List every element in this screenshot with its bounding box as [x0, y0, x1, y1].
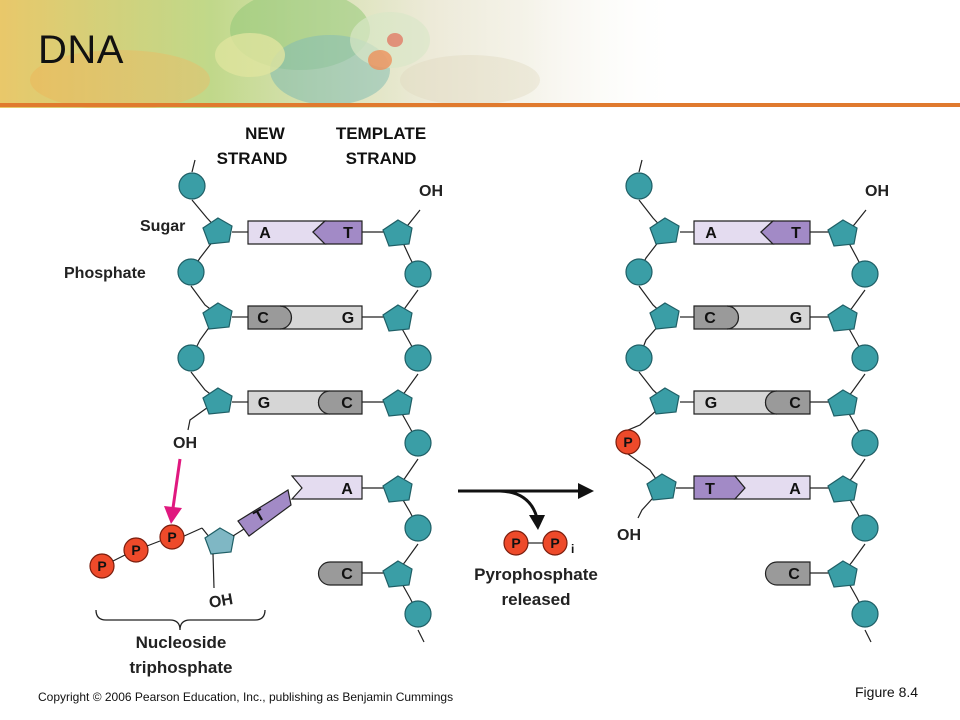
- label-oh-new-strand: OH: [173, 435, 197, 452]
- header-background-image: [0, 0, 960, 108]
- base-bonds-left: [232, 231, 384, 574]
- right-base-a-template: [733, 475, 811, 500]
- base-letter-c: C: [789, 395, 801, 412]
- base-letter-g: G: [258, 395, 270, 412]
- right-template-sugars: [827, 219, 858, 588]
- base-letter-c: C: [704, 310, 716, 327]
- label-sugar: Sugar: [140, 218, 185, 235]
- label-new-strand-line2: STRAND: [217, 149, 288, 168]
- reaction-arrow: [458, 483, 594, 530]
- base-letter-a: A: [705, 225, 717, 242]
- left-base-pair-g-c: [247, 390, 363, 415]
- right-new-sugars: [646, 217, 680, 501]
- label-new-strand-line1: NEW: [245, 124, 286, 143]
- phosphate-letter: P: [131, 542, 140, 558]
- phosphate-letter: P: [623, 434, 632, 450]
- base-c-new: [247, 305, 293, 330]
- left-new-phosphates: [177, 172, 206, 372]
- right-base-t: [760, 220, 811, 245]
- right-new-phosphate-red: [615, 429, 641, 455]
- incoming-sugar: [204, 527, 235, 555]
- title-divider: [0, 103, 960, 107]
- template-base-a-unpaired: [290, 475, 363, 500]
- incoming-base-t: [237, 489, 292, 537]
- right-template-phosphates: [851, 260, 879, 628]
- pyrophosphate: P P i: [503, 530, 574, 556]
- left-base-pair-a-t: [247, 220, 363, 245]
- base-c-template: [317, 390, 363, 415]
- label-oh-right-bottom: OH: [617, 527, 641, 544]
- phosphate-letter: P: [550, 535, 559, 551]
- right-base-c: [693, 305, 740, 330]
- slide-title: DNA: [38, 28, 124, 72]
- left-template-sugars: [382, 219, 413, 588]
- base-bonds-right: [676, 231, 830, 574]
- label-pyrophosphate-line2: released: [502, 590, 571, 609]
- right-base-g: [726, 305, 811, 330]
- base-g-template: [279, 305, 363, 330]
- label-oh-right-top: OH: [865, 183, 889, 200]
- label-oh-incoming: OH: [208, 591, 235, 612]
- label-pyrophosphate-line1: Pyrophosphate: [474, 565, 598, 584]
- base-letter-a: A: [259, 225, 271, 242]
- base-letter-t: T: [343, 225, 353, 242]
- nucleoside-brace: [95, 609, 266, 631]
- figure-number: Figure 8.4: [855, 684, 919, 700]
- right-base-c: [764, 390, 811, 415]
- label-phosphate: Phosphate: [64, 265, 146, 282]
- phosphate-letter: P: [97, 558, 106, 574]
- phosphate-letter: P: [167, 529, 176, 545]
- left-template-phosphates: [404, 260, 432, 628]
- left-base-pair-c-g: [247, 305, 363, 330]
- copyright-notice: Copyright © 2006 Pearson Education, Inc.…: [38, 690, 454, 704]
- base-letter-g: G: [342, 310, 354, 327]
- incoming-nucleoside-triphosphate: [89, 489, 292, 589]
- base-letter-t: T: [705, 481, 715, 498]
- base-letter-c: C: [341, 395, 353, 412]
- label-nucleoside-line1: Nucleoside: [136, 633, 227, 652]
- right-base-c-unpaired: [764, 561, 811, 586]
- base-letter-c: C: [788, 566, 800, 583]
- base-letter-g: G: [790, 310, 802, 327]
- label-nucleoside-line2: triphosphate: [130, 658, 233, 677]
- label-template-strand-line2: STRAND: [346, 149, 417, 168]
- base-letter-c: C: [257, 310, 269, 327]
- label-oh-template-top: OH: [419, 183, 443, 200]
- base-letter-g: G: [705, 395, 717, 412]
- base-letter-a: A: [789, 481, 801, 498]
- left-new-sugars: [202, 217, 233, 415]
- base-letter-t: T: [791, 225, 801, 242]
- inorganic-subscript: i: [571, 542, 574, 556]
- base-letter-c: C: [341, 566, 353, 583]
- label-template-strand-line1: TEMPLATE: [336, 124, 426, 143]
- base-letter-a: A: [341, 481, 353, 498]
- base-t-template: [312, 220, 363, 245]
- phosphate-letter: P: [511, 535, 520, 551]
- template-base-c-unpaired: [317, 561, 363, 586]
- attachment-arrow: [164, 458, 182, 524]
- right-new-strand-backbone: [627, 159, 667, 519]
- right-new-phosphates: [625, 172, 653, 372]
